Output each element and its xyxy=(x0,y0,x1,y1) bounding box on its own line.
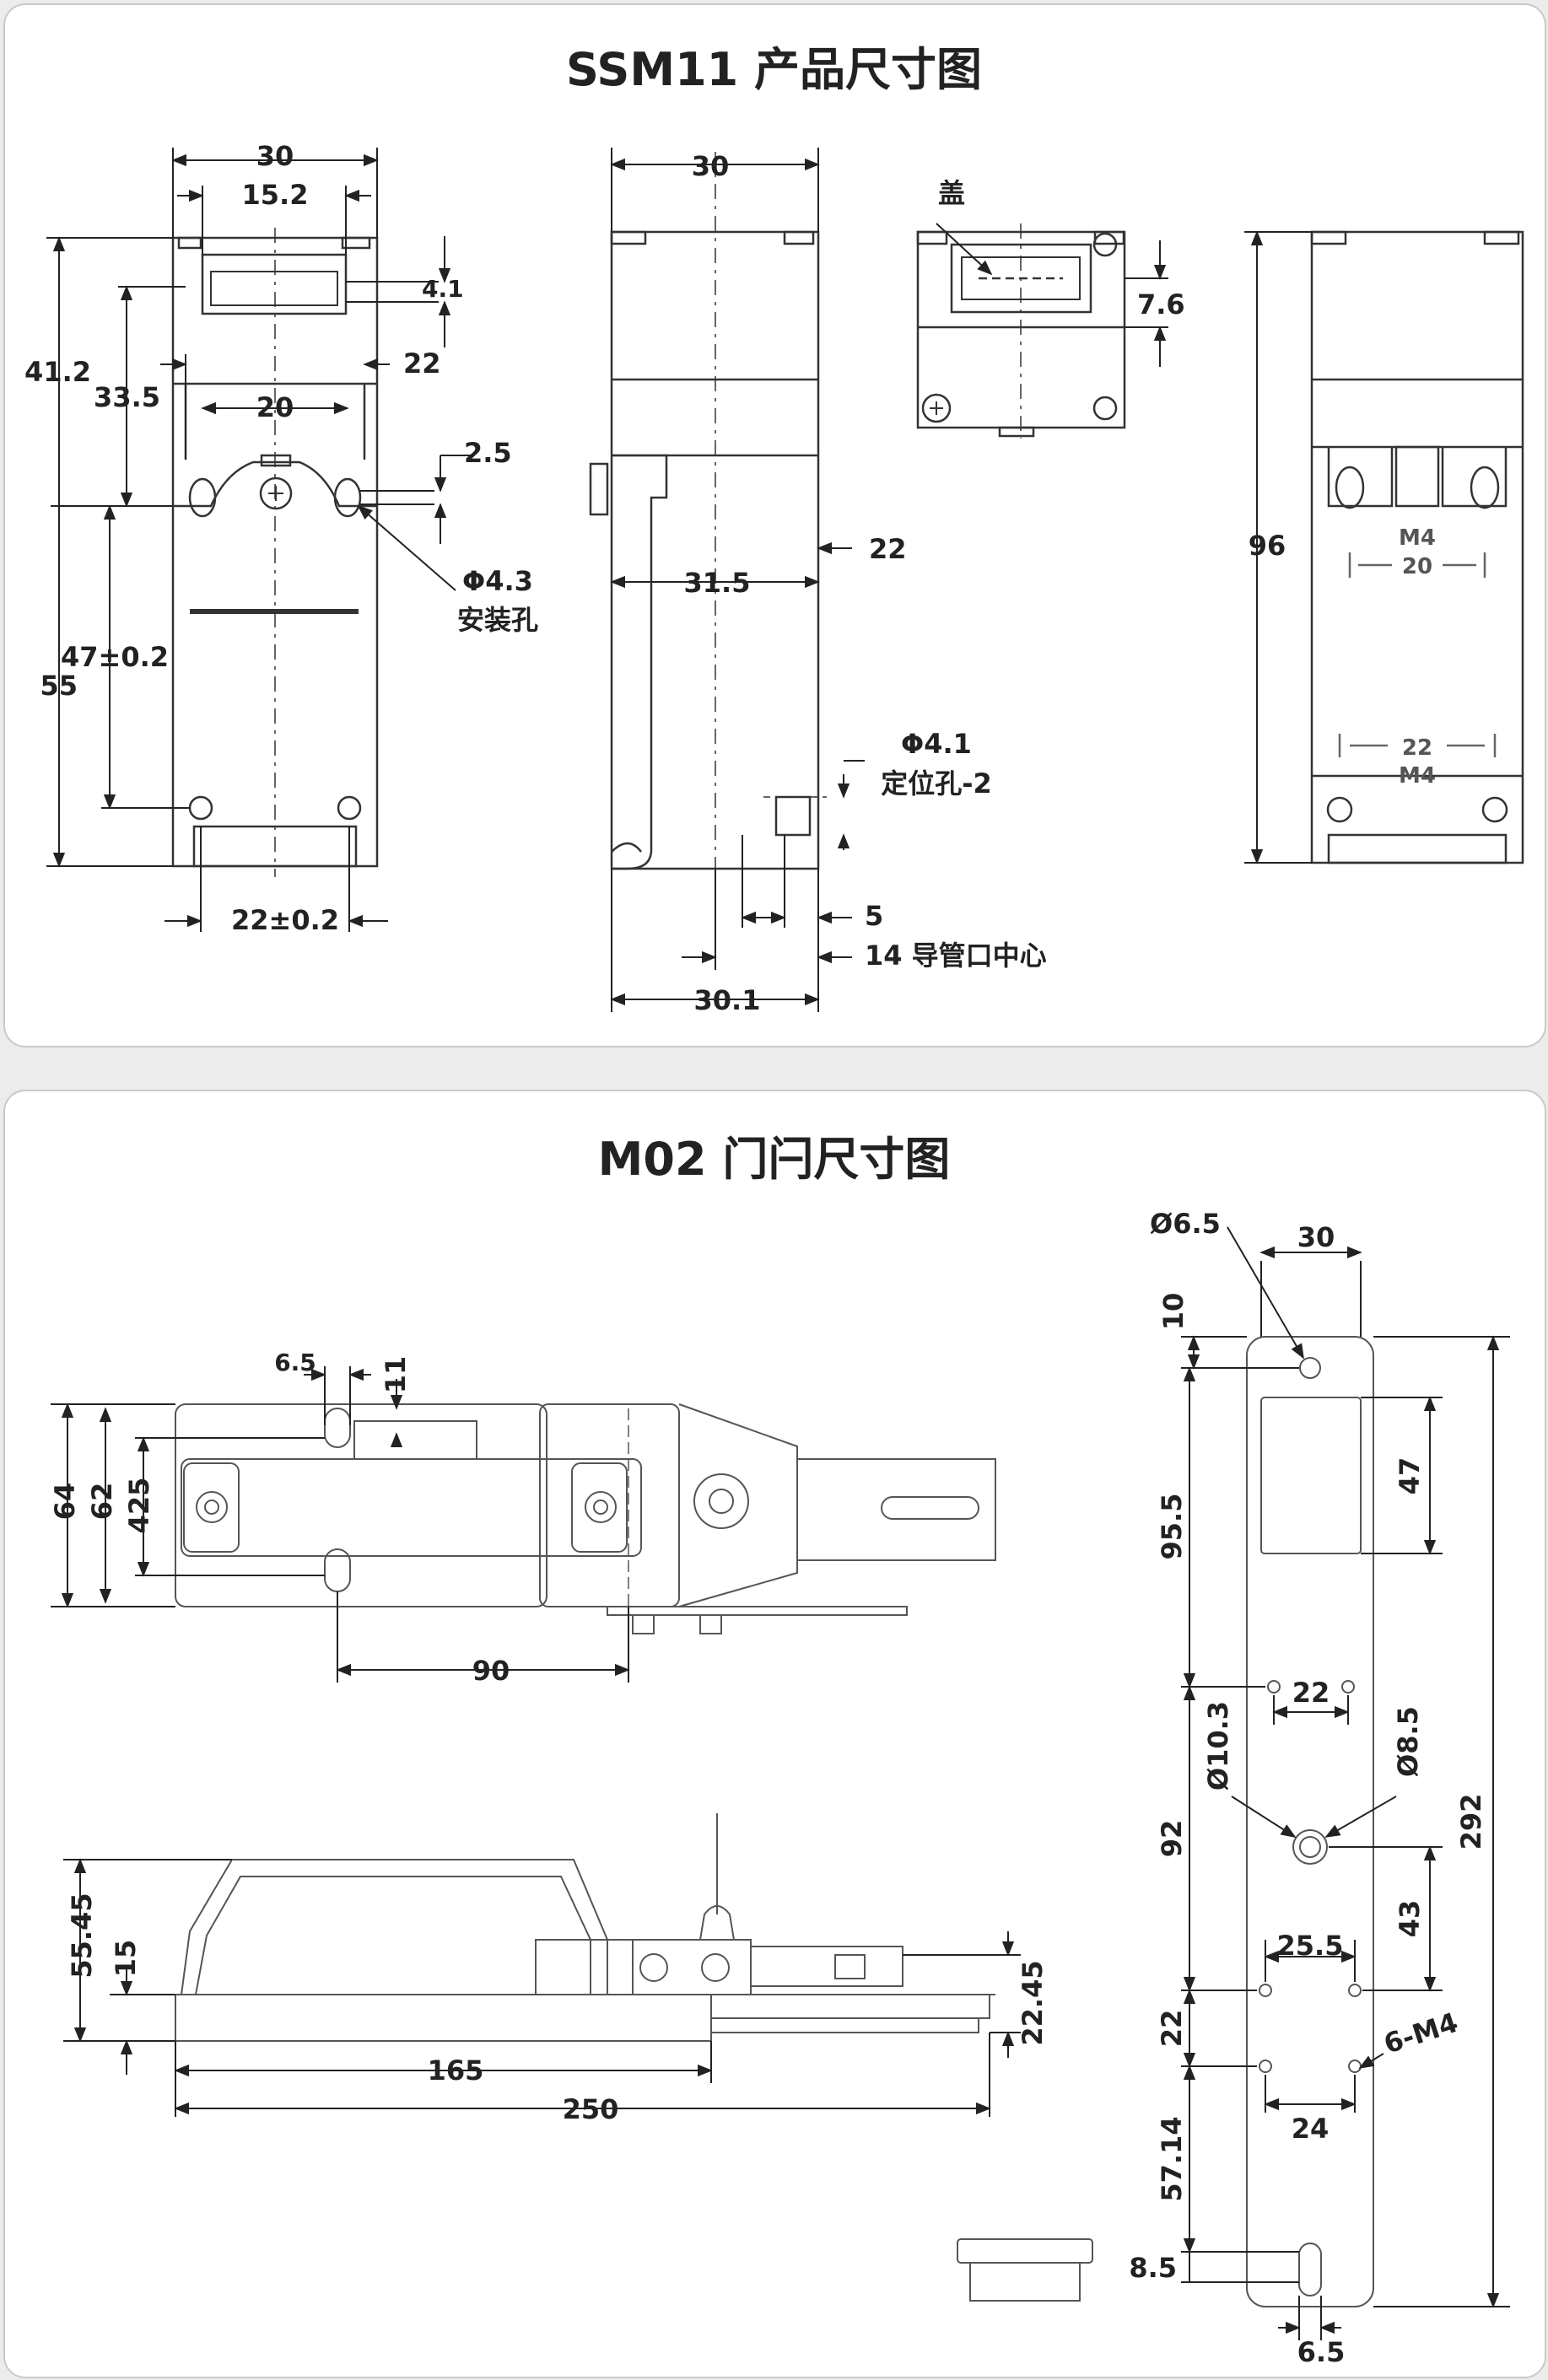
locating-hole-label: 定位孔-2 xyxy=(881,767,992,800)
ssm11-back-view xyxy=(1310,230,1524,864)
m02-side-labels: 55.45 15 22.45 165 250 xyxy=(66,1893,1049,2125)
latch-dim-11: 11 xyxy=(380,1356,412,1394)
latch-dim-15: 15 xyxy=(110,1940,142,1978)
plate-dim-6-5-b: 6.5 xyxy=(1297,2336,1346,2368)
m02-cap-part xyxy=(957,2238,1093,2302)
back-dim-96: 96 xyxy=(1249,530,1286,562)
plate-dim-22: 22 xyxy=(1292,1677,1330,1709)
latch-dim-425: 425 xyxy=(123,1478,155,1534)
dim-15-2: 15.2 xyxy=(242,179,309,211)
m02-title: M02 门闩尺寸图 xyxy=(597,1133,951,1186)
dim-phi-4-3: Φ4.3 xyxy=(462,565,533,597)
plate-dim-43: 43 xyxy=(1394,1900,1426,1938)
back-m4-bottom: M4 xyxy=(1399,763,1436,789)
plate-dim-10: 10 xyxy=(1157,1293,1189,1331)
plate-dia-8-5: Ø8.5 xyxy=(1392,1706,1424,1777)
dim-30: 30 xyxy=(256,140,294,172)
side-dim-5: 5 xyxy=(865,900,883,932)
dim-2-5: 2.5 xyxy=(464,437,512,469)
plate-dim-25-5: 25.5 xyxy=(1277,1930,1344,1962)
ssm11-side-labels: 30 22 31.5 Φ4.1 定位孔-2 5 14 导管口中心 30.1 xyxy=(684,150,1047,1016)
latch-dim-165: 165 xyxy=(428,2054,484,2087)
ssm11-top-dims xyxy=(936,223,1168,367)
latch-dim-62: 62 xyxy=(86,1483,118,1521)
ssm11-back-dims xyxy=(1244,230,1312,864)
plate-dim-24: 24 xyxy=(1292,2113,1330,2145)
ssm11-panel xyxy=(3,3,1546,1047)
top-dim-7-6: 7.6 xyxy=(1137,288,1185,320)
plate-dim-47: 47 xyxy=(1394,1457,1426,1495)
m02-panel xyxy=(3,1090,1546,2378)
ssm11-back-labels: 96 M4 20 22 M4 xyxy=(1249,525,1436,789)
ssm11-front-dims xyxy=(46,148,472,932)
m02-side-dims xyxy=(63,1858,1021,2117)
plate-dim-30: 30 xyxy=(1297,1221,1335,1253)
m02-plate-dims xyxy=(1181,1226,1510,2340)
m02-plate-labels: Ø6.5 30 10 47 95.5 22 Ø10.3 Ø8.5 92 292 … xyxy=(1129,1208,1487,2368)
side-dim-22: 22 xyxy=(869,533,907,565)
plate-dim-8-5: 8.5 xyxy=(1129,2252,1177,2284)
dim-4-1: 4.1 xyxy=(422,275,464,303)
plate-dim-92: 92 xyxy=(1156,1820,1188,1858)
latch-dim-250: 250 xyxy=(563,2093,619,2125)
plate-dia-10-3: Ø10.3 xyxy=(1202,1701,1234,1790)
plate-dim-292: 292 xyxy=(1455,1794,1487,1850)
dim-41-2: 41.2 xyxy=(24,356,91,388)
m02-mount-plate xyxy=(1246,1336,1374,2307)
m02-side-view xyxy=(169,1813,995,2042)
m02-top-labels: 6.5 11 64 62 425 90 xyxy=(49,1349,510,1687)
dim-22: 22 xyxy=(403,347,441,380)
side-dim-30-1: 30.1 xyxy=(694,984,761,1016)
plate-dim-22-b: 22 xyxy=(1156,2010,1188,2048)
dim-20: 20 xyxy=(256,391,294,423)
ssm11-title: SSM11 产品尺寸图 xyxy=(565,43,983,96)
dim-33-5: 33.5 xyxy=(94,381,160,413)
latch-dim-55-45: 55.45 xyxy=(66,1893,98,1978)
side-dim-30: 30 xyxy=(692,150,730,182)
dim-47: 47±0.2 xyxy=(61,641,169,673)
m02-top-view xyxy=(175,1403,996,1634)
lid-label: 盖 xyxy=(938,177,965,209)
plate-dia-6-5: Ø6.5 xyxy=(1150,1208,1221,1240)
plate-dim-57-14: 57.14 xyxy=(1156,2116,1188,2201)
latch-dim-6-5: 6.5 xyxy=(274,1349,316,1376)
latch-dim-90: 90 xyxy=(472,1655,510,1687)
ssm11-back-marks xyxy=(1338,552,1497,757)
plate-6-m4: 6-M4 xyxy=(1380,2006,1462,2060)
ssm11-front-view xyxy=(171,228,379,877)
ssm11-side-dims xyxy=(610,148,865,1012)
plate-dim-95-5: 95.5 xyxy=(1156,1494,1188,1560)
latch-dim-64: 64 xyxy=(49,1483,81,1521)
ssm11-top-view xyxy=(916,223,1126,439)
dim-55: 55 xyxy=(40,670,78,702)
dim-22-0-2: 22±0.2 xyxy=(231,904,339,936)
mount-hole-label: 安装孔 xyxy=(457,604,538,636)
back-dim-22: 22 xyxy=(1402,735,1432,761)
ssm11-front-labels: 30 15.2 41.2 33.5 4.1 22 20 2.5 Φ4.3 安装孔… xyxy=(24,140,538,936)
m02-top-dims xyxy=(51,1366,630,1683)
ssm11-top-labels: 盖 7.6 xyxy=(938,177,1185,320)
side-dim-31-5: 31.5 xyxy=(684,567,751,599)
back-dim-20: 20 xyxy=(1402,554,1432,579)
back-m4-top: M4 xyxy=(1399,525,1436,551)
side-dim-14-label: 14 导管口中心 xyxy=(865,940,1047,972)
ssm11-side-view xyxy=(589,152,827,886)
side-dim-phi-4-1: Φ4.1 xyxy=(901,728,972,760)
latch-dim-22-45: 22.45 xyxy=(1017,1960,1049,2045)
